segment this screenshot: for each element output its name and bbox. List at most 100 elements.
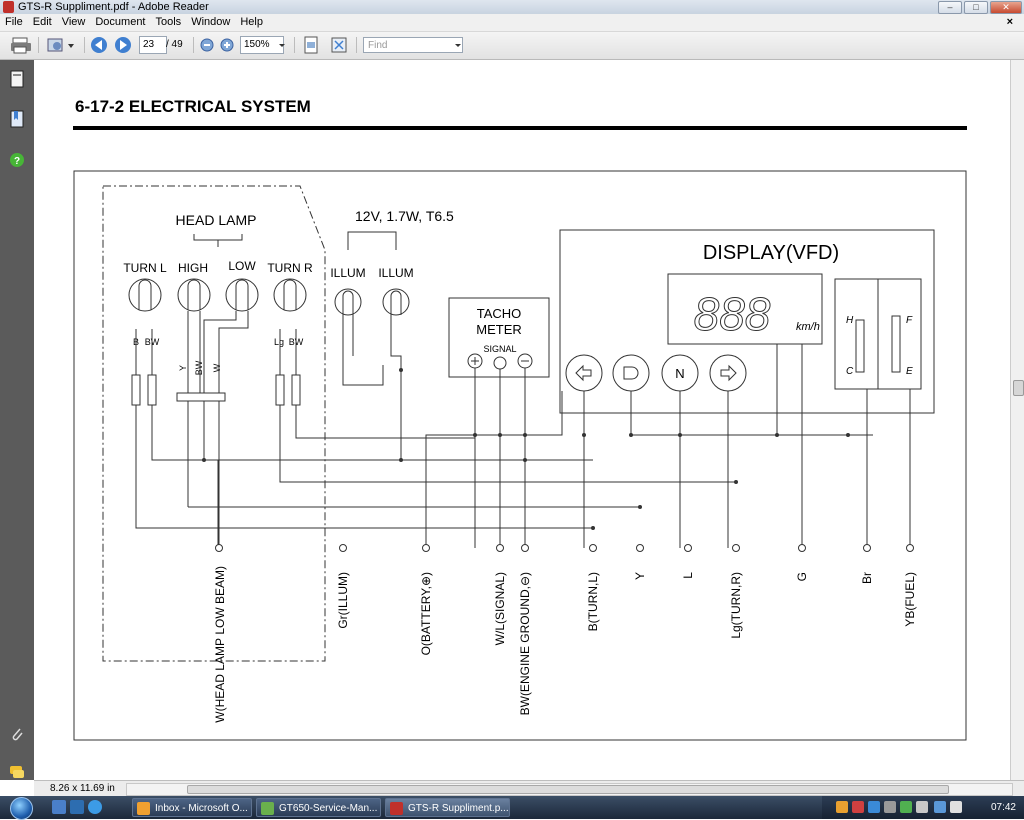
outlook-icon <box>137 802 150 815</box>
print-icon[interactable] <box>10 36 32 54</box>
fuel-empty-letter: E <box>906 366 913 377</box>
menu-view[interactable]: View <box>61 16 86 28</box>
comments-icon[interactable] <box>9 763 25 781</box>
svg-text:?: ? <box>14 156 20 167</box>
taskbar-adobe-reader[interactable]: GTS-R Suppliment.p... <box>385 798 510 817</box>
find-input[interactable]: Find <box>363 37 463 53</box>
wire-label-head-lamp: W(HEAD LAMP LOW BEAM) <box>213 566 227 723</box>
navigation-panel: ? <box>0 60 34 780</box>
find-options-chevron-icon[interactable] <box>454 36 462 54</box>
pdf-icon <box>390 802 403 815</box>
chevron-down-icon[interactable] <box>278 36 286 54</box>
wire-label-br: Br <box>860 572 874 584</box>
menu-file[interactable]: File <box>5 16 23 28</box>
tacho-signal-label: SIGNAL <box>483 344 516 354</box>
horizontal-scrollbar[interactable] <box>126 783 1013 796</box>
neutral-indicator-letter: N <box>675 366 684 381</box>
taskbar-adobe-reader-label: GTS-R Suppliment.p... <box>408 803 509 814</box>
wire-y-small: Y <box>178 365 188 371</box>
tray-app-icon[interactable] <box>836 801 848 813</box>
wiring-diagram: 6-17-2 ELECTRICAL SYSTEM HEAD LAMP 12V, … <box>73 97 967 741</box>
tacho-label-1: TACHO <box>477 306 522 321</box>
menu-edit[interactable]: Edit <box>32 16 52 28</box>
menu-bar: File Edit View Document Tools Window Help × <box>0 14 1024 32</box>
tray-display-icon[interactable] <box>934 801 946 813</box>
vertical-scrollbar[interactable] <box>1010 60 1024 780</box>
menu-tools[interactable]: Tools <box>155 16 182 28</box>
previous-page-icon[interactable] <box>90 36 108 54</box>
head-lamp-label: HEAD LAMP <box>176 212 257 228</box>
next-page-icon[interactable] <box>114 36 132 54</box>
tray-network-icon[interactable] <box>868 801 880 813</box>
page-size: 8.26 x 11.69 in <box>50 783 115 794</box>
wire-label-g: G <box>795 572 809 581</box>
windows-logo-icon <box>10 797 33 820</box>
taskbar-service-manual-label: GT650-Service-Man... <box>279 803 378 814</box>
taskbar-outlook[interactable]: Inbox - Microsoft O... <box>132 798 252 817</box>
taskbar-outlook-label: Inbox - Microsoft O... <box>155 803 248 814</box>
turn-l-label: TURN L <box>123 261 167 275</box>
pages-icon[interactable] <box>9 70 25 88</box>
tray-security-icon[interactable] <box>852 801 864 813</box>
zoom-in-icon[interactable] <box>219 36 235 54</box>
page-heading: 6-17-2 ELECTRICAL SYSTEM <box>75 97 311 116</box>
wire-label-engine-ground: BW(ENGINE GROUND,⊖) <box>518 572 532 715</box>
speed-unit: km/h <box>796 321 820 333</box>
wire-label-battery: O(BATTERY,⊕) <box>419 572 433 655</box>
close-button[interactable]: ✕ <box>990 1 1022 14</box>
wire-bw-small-2: BW <box>194 360 204 375</box>
wire-label-fuel: YB(FUEL) <box>903 572 917 627</box>
close-document-button[interactable]: × <box>1006 16 1013 28</box>
horizontal-scroll-thumb[interactable] <box>187 785 949 794</box>
help-icon[interactable]: ? <box>9 151 25 169</box>
tray-misc-icon[interactable] <box>916 801 928 813</box>
status-bar: 8.26 x 11.69 in <box>34 780 1024 797</box>
wire-label-signal: W/L(SIGNAL) <box>493 572 507 645</box>
temp-hot-letter: H <box>846 315 854 326</box>
window-title: GTS-R Suppliment.pdf - Adobe Reader <box>18 1 209 13</box>
maximize-button[interactable]: □ <box>964 1 988 14</box>
wire-label-y: Y <box>633 572 647 580</box>
low-label: LOW <box>228 259 256 273</box>
wire-w-small: W <box>212 363 222 372</box>
taskbar-service-manual[interactable]: GT650-Service-Man... <box>256 798 381 817</box>
tray-speaker-icon[interactable] <box>950 801 962 813</box>
fit-page-icon[interactable] <box>302 36 320 54</box>
page-number-input[interactable]: 23 <box>139 36 167 54</box>
menu-help[interactable]: Help <box>240 16 263 28</box>
wire-lg-small: Lg <box>274 337 284 347</box>
wire-label-turn-l: B(TURN,L) <box>586 572 600 631</box>
pdf-app-icon <box>3 1 14 13</box>
vertical-scroll-thumb[interactable] <box>1013 380 1024 396</box>
start-button[interactable] <box>4 796 40 820</box>
minimize-button[interactable]: – <box>938 1 962 14</box>
zoom-out-icon[interactable] <box>199 36 215 54</box>
page-total: / 49 <box>166 39 183 50</box>
taskbar: Inbox - Microsoft O... GT650-Service-Man… <box>0 796 1024 820</box>
tray-volume-icon[interactable] <box>884 801 896 813</box>
show-desktop-icon[interactable] <box>52 800 66 814</box>
illum-label-1: ILLUM <box>330 266 365 280</box>
fuel-full-letter: F <box>906 315 913 326</box>
bulb-spec-label: 12V, 1.7W, T6.5 <box>355 208 454 224</box>
title-bar: GTS-R Suppliment.pdf - Adobe Reader – □ … <box>0 0 1024 14</box>
tray-update-icon[interactable] <box>900 801 912 813</box>
high-label: HIGH <box>178 261 208 275</box>
document-page: 6-17-2 ELECTRICAL SYSTEM HEAD LAMP 12V, … <box>34 60 1010 780</box>
wire-label-l: L <box>681 572 695 579</box>
illum-label-2: ILLUM <box>378 266 413 280</box>
speed-digits: 888 <box>694 288 771 340</box>
menu-window[interactable]: Window <box>191 16 231 28</box>
switch-windows-icon[interactable] <box>70 800 84 814</box>
edit-tools-icon[interactable] <box>46 36 76 54</box>
internet-explorer-icon[interactable] <box>88 800 102 814</box>
temp-cold-letter: C <box>846 366 854 377</box>
attachments-icon[interactable] <box>9 725 25 743</box>
clock[interactable]: 07:42 <box>990 802 1016 813</box>
display-title: DISPLAY(VFD) <box>703 242 839 264</box>
menu-document[interactable]: Document <box>95 16 146 28</box>
tacho-label-2: METER <box>476 322 522 337</box>
bookmarks-icon[interactable] <box>9 110 25 128</box>
full-screen-icon[interactable] <box>330 36 348 54</box>
turn-r-label: TURN R <box>267 261 313 275</box>
